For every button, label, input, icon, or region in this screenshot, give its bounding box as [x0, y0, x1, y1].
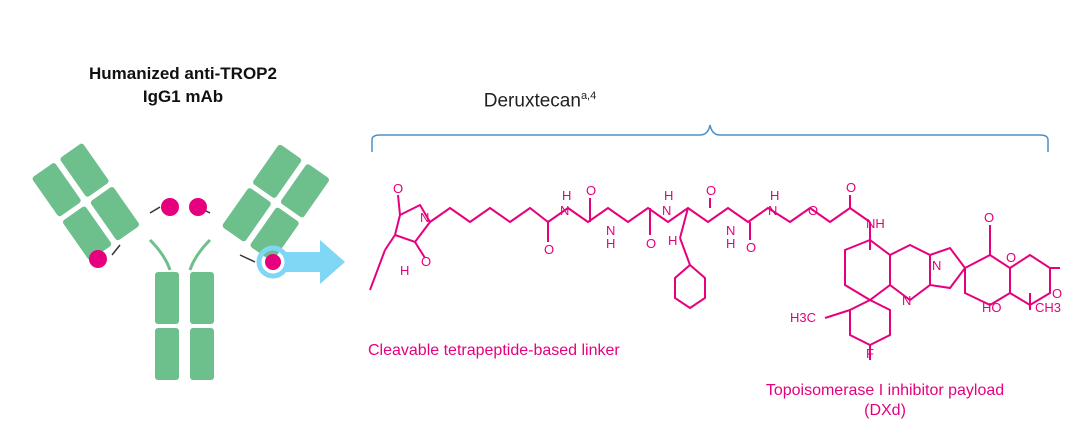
svg-text:O: O: [1052, 286, 1062, 301]
svg-text:H: H: [664, 188, 673, 203]
deruxtecan-structure: [369, 194, 1060, 360]
svg-text:O: O: [846, 180, 856, 195]
drug-superscript: a,4: [580, 90, 597, 102]
drug-title: Deruxtecana,4: [0, 90, 1080, 112]
svg-text:H: H: [400, 263, 409, 278]
svg-text:H: H: [668, 233, 677, 248]
svg-text:O: O: [646, 236, 656, 251]
svg-text:H: H: [726, 236, 735, 251]
svg-text:O: O: [421, 254, 431, 269]
svg-text:H: H: [606, 236, 615, 251]
svg-text:N: N: [420, 210, 429, 225]
svg-text:H3C: H3C: [790, 310, 816, 325]
svg-text:HO: HO: [982, 300, 1002, 315]
svg-text:H: H: [770, 188, 779, 203]
svg-text:N: N: [606, 223, 615, 238]
payload-caption: Topoisomerase I inhibitor payload (DXd): [735, 381, 1035, 421]
antibody-left-arm: [32, 143, 139, 260]
deruxtecan-atom-labels: O N O H O H N O N H O H N H O N H O H N …: [393, 180, 1062, 361]
antibody-title-line1: Humanized anti-TROP2: [89, 64, 277, 83]
svg-text:F: F: [866, 346, 874, 361]
svg-text:O: O: [393, 181, 403, 196]
svg-text:NH: NH: [866, 216, 885, 231]
svg-text:CH3: CH3: [1035, 300, 1061, 315]
arrow-icon: [285, 240, 345, 284]
svg-text:O: O: [1006, 250, 1016, 265]
svg-text:O: O: [544, 242, 554, 257]
svg-text:N: N: [560, 203, 569, 218]
antibody-right-arm: [222, 144, 330, 261]
linker-caption: Cleavable tetrapeptide-based linker: [368, 342, 620, 359]
svg-text:O: O: [984, 210, 994, 225]
svg-text:N: N: [726, 223, 735, 238]
drug-name: Deruxtecan: [483, 90, 581, 112]
svg-text:N: N: [902, 293, 911, 308]
deruxtecan-bracket: [371, 124, 1049, 152]
payload-caption-line1: Topoisomerase I inhibitor payload: [765, 382, 1005, 399]
svg-text:O: O: [808, 203, 818, 218]
svg-text:N: N: [932, 258, 941, 273]
svg-text:H: H: [562, 188, 571, 203]
svg-text:N: N: [768, 203, 777, 218]
svg-text:O: O: [586, 183, 596, 198]
antibody-title: Humanized anti-TROP2 IgG1 mAb: [48, 62, 318, 108]
svg-text:O: O: [706, 183, 716, 198]
antibody-title-line2: IgG1 mAb: [142, 87, 224, 106]
svg-text:O: O: [746, 240, 756, 255]
svg-text:N: N: [662, 203, 671, 218]
payload-caption-line2: (DXd): [864, 402, 906, 419]
antibody-icon: [32, 143, 330, 380]
